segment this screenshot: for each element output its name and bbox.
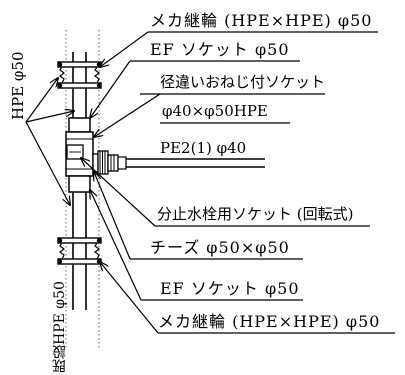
mech-coupling-top — [57, 61, 102, 89]
reducer-socket — [92, 150, 127, 175]
label-ef-socket-bottom: EF ソケット φ50 — [160, 279, 300, 298]
label-reducer-socket-line2: φ40×φ50HPE — [162, 102, 268, 120]
faucet-socket — [66, 144, 84, 160]
ef-socket-bottom — [68, 175, 91, 193]
label-tee: チーズ φ50×φ50 — [150, 238, 290, 257]
label-reducer-socket-line1: 径違いおねじ付ソケット — [160, 73, 326, 91]
mech-coupling-bottom — [57, 237, 102, 265]
label-hpe-left: HPE φ50 — [9, 51, 27, 120]
leader-arrows — [25, 31, 161, 334]
label-branch-pipe: PE2(1) φ40 — [160, 139, 247, 157]
label-existing-hpe: 既設HPE φ50 — [52, 281, 68, 373]
label-ef-socket-top: EF ソケット φ50 — [150, 40, 290, 59]
label-mech-coupling-bottom: メカ継輪 (HPE×HPE) φ50 — [158, 312, 381, 331]
ef-socket-top — [68, 117, 91, 133]
label-faucet-socket: 分止水栓用ソケット (回転式) — [157, 205, 354, 223]
label-underlines — [130, 31, 395, 334]
label-mech-coupling-top: メカ継輪 (HPE×HPE) φ50 — [150, 11, 373, 30]
